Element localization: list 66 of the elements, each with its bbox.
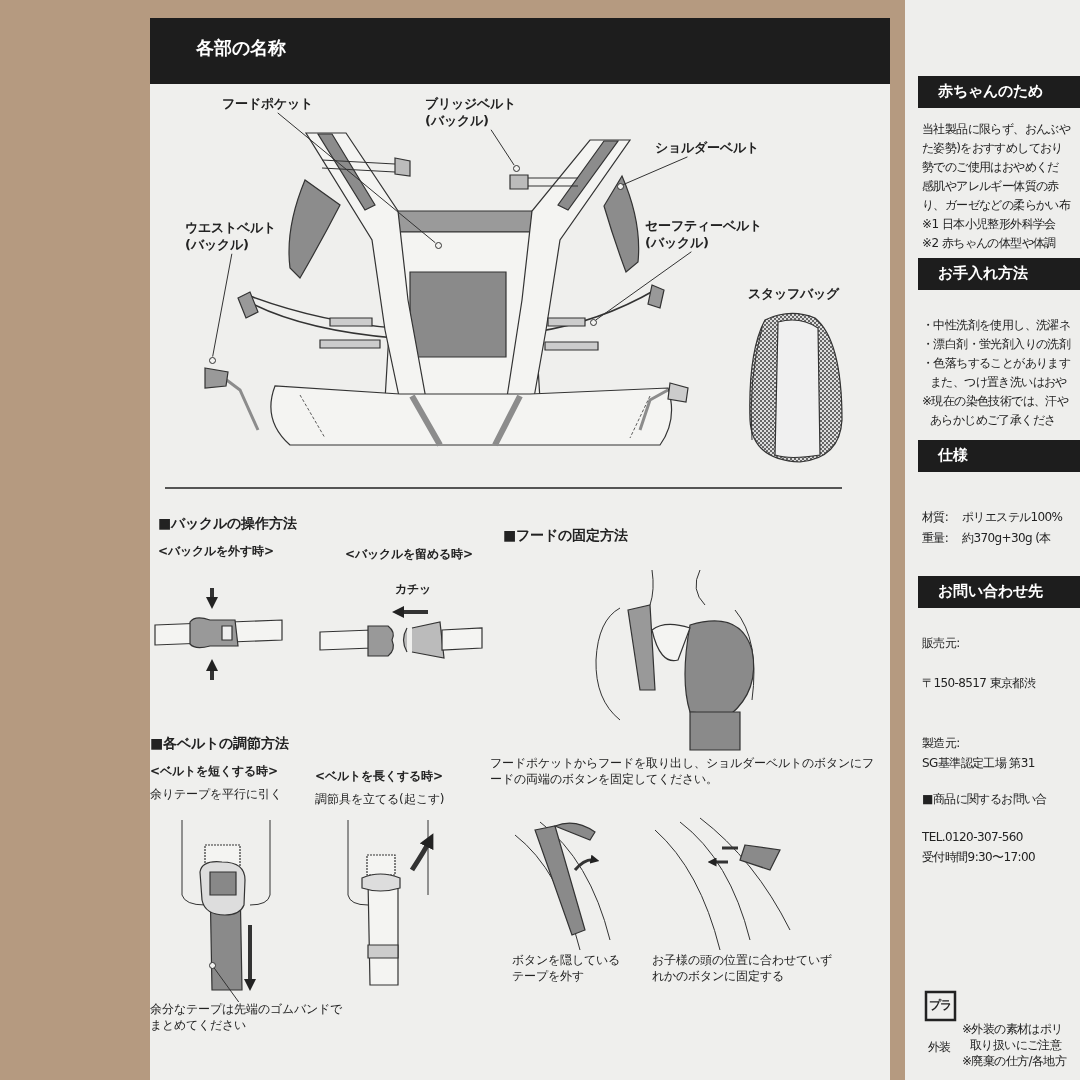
- step-caption: お子様の頭の位置に合わせていずれかのボタンに固定する: [652, 953, 832, 985]
- body-text: 感肌やアレルギー体質の赤: [922, 179, 1059, 195]
- leader-line: [595, 251, 692, 321]
- spec-label: 重量:: [922, 531, 949, 547]
- leader-dot: [208, 961, 216, 969]
- leader-line: [277, 112, 436, 244]
- spec-value: 約370g+30g (本: [962, 531, 1051, 547]
- body-text: 勢でのご使用はおやめくだ: [922, 160, 1059, 176]
- hours-text: 受付時間9:30〜17:00: [922, 850, 1036, 866]
- section-heading: お問い合わせ先: [918, 576, 1080, 608]
- certification-text: SG基準認定工場 第31: [922, 756, 1035, 772]
- note-text: ※現在の染色技術では、汗や: [922, 394, 1069, 410]
- subheading: <バックルを留める時>: [345, 547, 474, 563]
- note-text: ※廃棄の仕方/各地方: [962, 1054, 1067, 1070]
- phone-text: TEL.0120-307-560: [922, 830, 1023, 846]
- section-heading: ■各ベルトの調節方法: [150, 734, 290, 753]
- note-text: ※外装の素材はポリ: [962, 1022, 1063, 1038]
- sound-caption: カチッ: [395, 582, 431, 598]
- leader-dot: [589, 318, 597, 326]
- leader-dot: [512, 164, 520, 172]
- body-text: た姿勢)をおすすめしており: [922, 141, 1063, 157]
- contact-text: 販売元:: [922, 636, 960, 652]
- footnote: ※1 日本小児整形外科学会: [922, 217, 1056, 233]
- part-label: セーフティーベルト (バックル): [645, 218, 785, 252]
- section-heading: 赤ちゃんのため: [918, 76, 1080, 108]
- instruction-text: 余りテープを平行に引く: [150, 787, 282, 803]
- section-heading: 仕様: [918, 440, 1080, 472]
- leader-dot: [208, 356, 216, 364]
- body-text: 当社製品に限らず、おんぶや: [922, 122, 1071, 138]
- spec-value: ポリエステル100%: [962, 510, 1063, 526]
- instruction-text: 調節具を立てる(起こす): [315, 792, 445, 808]
- subheading: <バックルを外す時>: [158, 544, 275, 560]
- body-text: ・漂白剤・蛍光剤入りの洗剤: [922, 337, 1071, 353]
- leader-dot: [616, 182, 624, 190]
- contact-text: 製造元:: [922, 736, 960, 752]
- body-text: り、ガーゼなどの柔らかい布: [922, 198, 1071, 214]
- leader-line: [622, 156, 688, 186]
- section-heading: ■バックルの操作方法: [158, 514, 298, 533]
- part-label: スタッフバッグ: [748, 286, 839, 303]
- instruction-text: フードポケットからフードを取り出し、ショルダーベルトのボタンにフードの両端のボタンを固定してください。: [490, 756, 875, 788]
- subheading: <ベルトを短くする時>: [150, 764, 279, 780]
- step-caption: ボタンを隠しているテープを外す: [512, 953, 621, 985]
- recycle-mark-text: プラ: [929, 998, 952, 1014]
- section-heading: ■フードの固定方法: [503, 526, 629, 545]
- part-label: 余分なテープは先端のゴムバンドでまとめてください: [150, 1002, 350, 1034]
- contact-text: ■商品に関するお問い合: [922, 792, 1047, 808]
- leader-line: [213, 967, 240, 1003]
- caption: 外装: [928, 1040, 951, 1056]
- address-text: 〒150-8517 東京都渋: [922, 676, 1036, 692]
- footnote: ※2 赤ちゃんの体型や体調: [922, 236, 1056, 252]
- part-label: フードポケット: [222, 96, 313, 113]
- note-text: 取り扱いにご注意: [970, 1038, 1062, 1054]
- section-heading: お手入れ方法: [918, 258, 1080, 290]
- leader-dot: [434, 241, 442, 249]
- page-title: 各部の名称: [196, 36, 286, 60]
- leader-line: [212, 253, 233, 358]
- part-label: ウエストベルト (バックル): [185, 220, 285, 254]
- part-label: ショルダーベルト: [655, 140, 759, 157]
- body-text: また、つけ置き洗いはおや: [930, 375, 1067, 391]
- leader-line: [490, 129, 515, 166]
- note-text: あらかじめご了承くださ: [930, 413, 1056, 429]
- body-text: ・色落ちすることがあります: [922, 356, 1071, 372]
- spec-label: 材質:: [922, 510, 949, 526]
- part-label: ブリッジベルト (バックル): [425, 96, 535, 130]
- subheading: <ベルトを長くする時>: [315, 769, 444, 785]
- body-text: ・中性洗剤を使用し、洗濯ネ: [922, 318, 1071, 334]
